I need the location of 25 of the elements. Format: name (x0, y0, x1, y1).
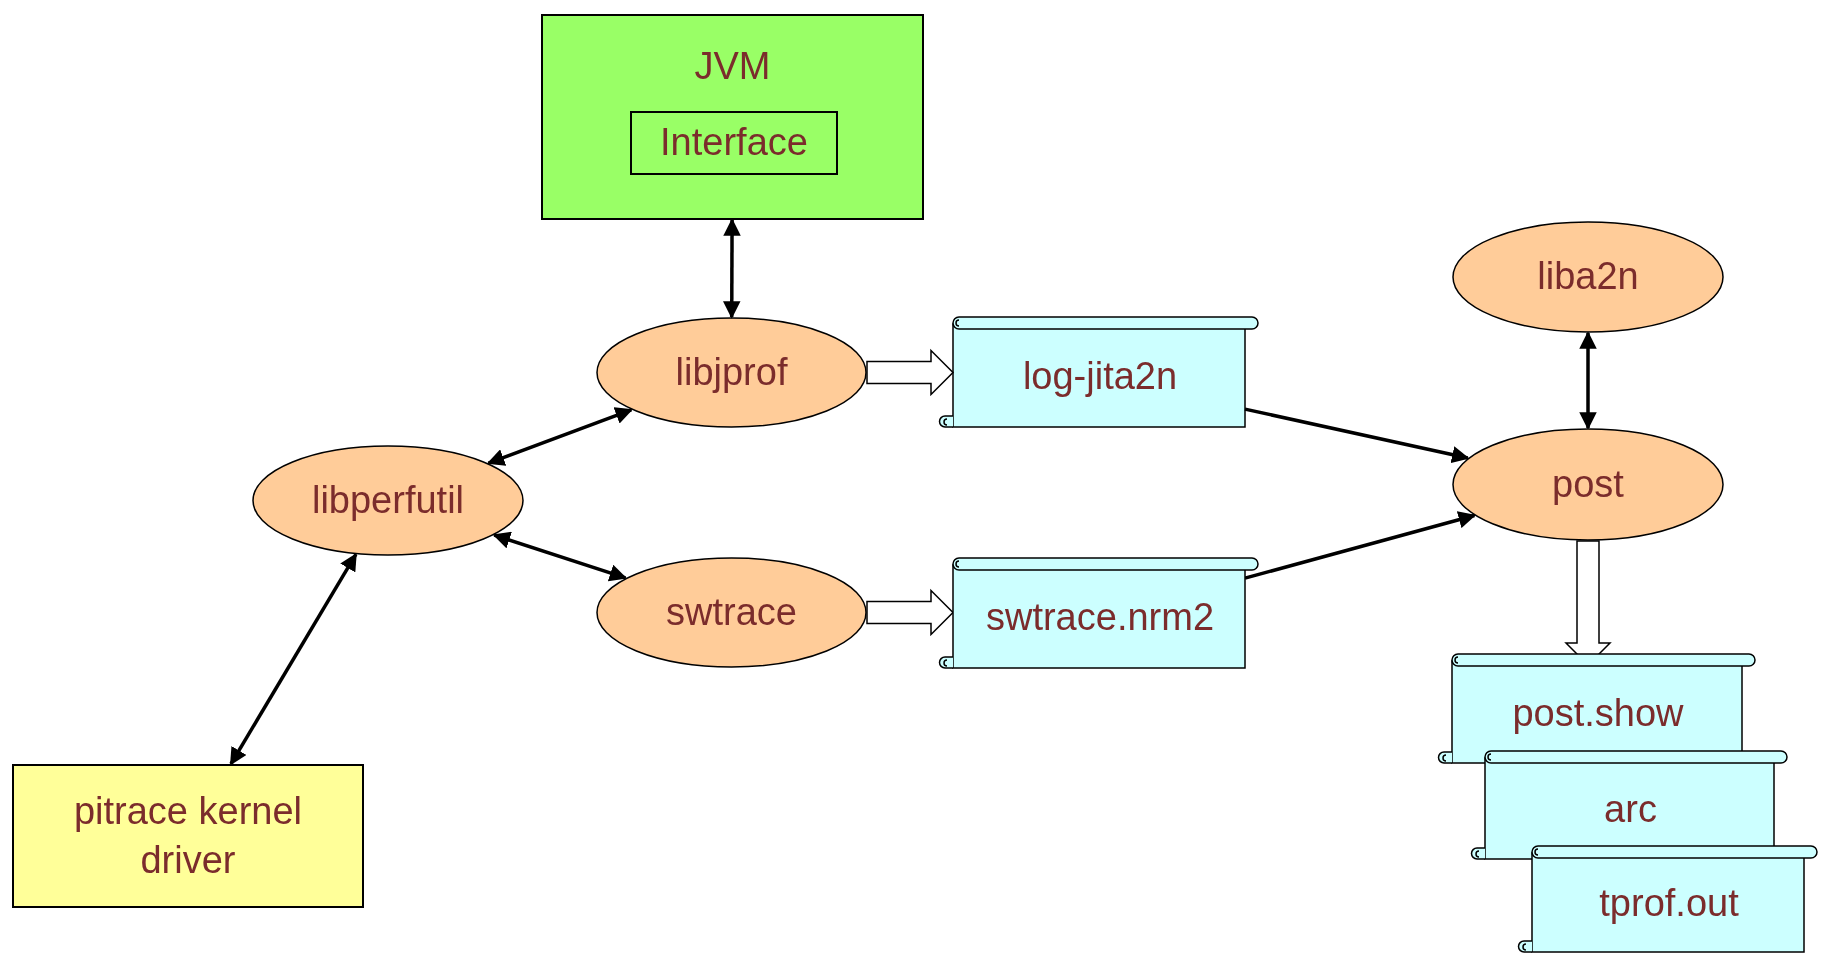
node-label: liba2n (1537, 254, 1639, 300)
node-label: pitrace kernel driver (72, 788, 304, 883)
block-arrow (866, 588, 955, 637)
process-box (630, 111, 838, 175)
node-label: JVM (694, 44, 771, 89)
node-label: libperfutil (311, 477, 465, 523)
arrow (1244, 407, 1470, 464)
arrow (723, 218, 741, 319)
process-box (541, 14, 924, 220)
block-arrow (866, 348, 955, 397)
node-label: log-jita2n (1021, 354, 1178, 400)
node-label: swtrace (666, 589, 797, 635)
arrow (1244, 511, 1477, 580)
arrow (492, 531, 628, 582)
arrow (229, 552, 358, 766)
node-label: post (1552, 461, 1624, 507)
node-label: libjprof (675, 349, 788, 395)
process-box (12, 764, 364, 908)
node-label: arc (1603, 787, 1657, 833)
arrow (486, 407, 633, 466)
node-label: Interface (660, 120, 808, 166)
node-label: swtrace.nrm2 (984, 595, 1215, 641)
arrow (1579, 331, 1597, 430)
node-label: post.show (1511, 690, 1684, 736)
node-label: tprof.out (1598, 881, 1739, 927)
